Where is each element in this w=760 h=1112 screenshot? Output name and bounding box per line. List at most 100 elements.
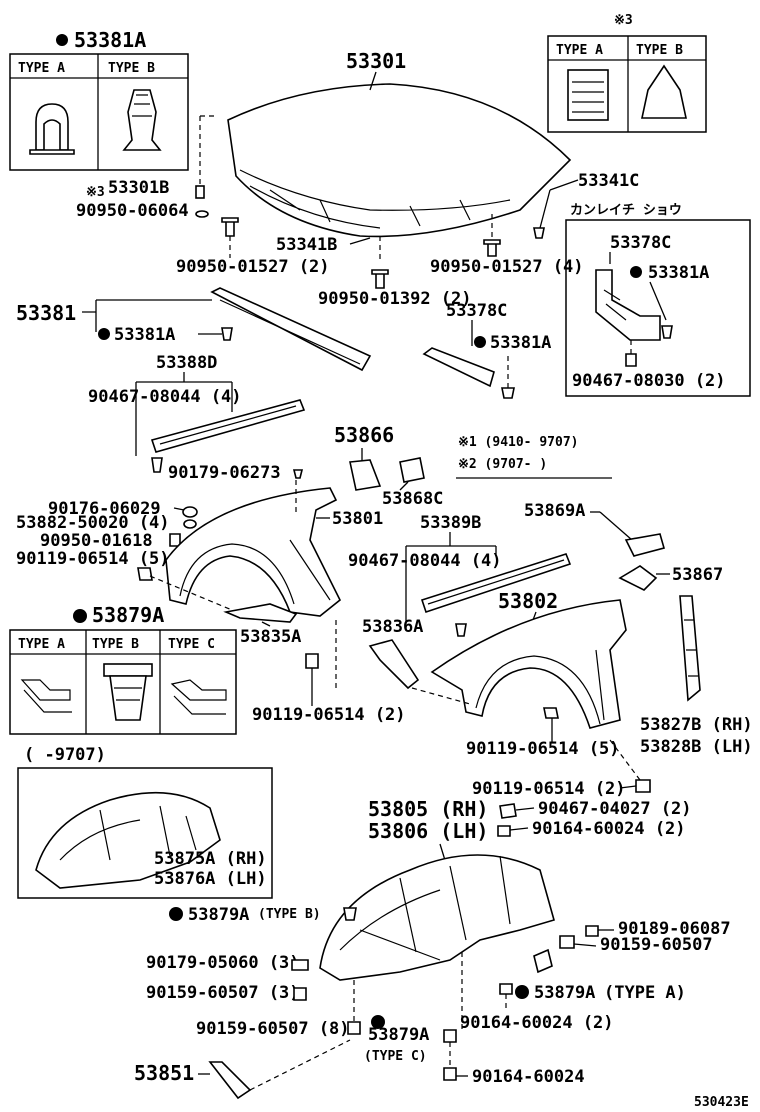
callout-bolt-left[interactable]: 90950-01527 (2) [176, 257, 330, 277]
callout-53389b[interactable]: 53389B [420, 513, 481, 533]
callout-53828b-lh[interactable]: 53828B (LH) [640, 737, 753, 757]
hood-assembly [199, 83, 572, 262]
callout-90950-01618[interactable]: 90950-01618 [40, 531, 153, 551]
screw-icon [625, 353, 637, 367]
callout-90164-60024[interactable]: 90164-60024 [472, 1067, 585, 1087]
clip-879a-type-a-icon [20, 679, 71, 701]
clip-icon [292, 469, 304, 479]
hinge-53866 [349, 459, 382, 491]
legend-53879a-frame [9, 629, 237, 735]
callout-53381a-mid[interactable]: 53381A [490, 333, 551, 353]
callout-90164-60024-2b[interactable]: 90164-60024 (2) [460, 1013, 614, 1033]
hinge-53868c [399, 457, 425, 483]
clip-type-b-icon [122, 89, 162, 151]
bolt-icon [543, 707, 559, 719]
callout-53801[interactable]: 53801 [332, 509, 383, 529]
callout-53381a-box[interactable]: 53381A [648, 263, 709, 283]
legend-note3-type-b: TYPE B [636, 43, 683, 58]
callout-90119-06514-5b[interactable]: 90119-06514 (5) [466, 739, 620, 759]
legend-53879a: 53879A TYPE A TYPE B TYPE C [9, 603, 237, 735]
callout-53851[interactable]: 53851 [134, 1061, 194, 1085]
callout-90179-06273[interactable]: 90179-06273 [168, 463, 281, 483]
callout-53827b-rh[interactable]: 53827B (RH) [640, 715, 753, 735]
seal-53381 [210, 287, 372, 372]
clip-icon [291, 959, 309, 971]
callout-53882-50020[interactable]: 53882-50020 (4) [16, 513, 170, 533]
seal-53389b [420, 553, 572, 614]
callout-53378c-box[interactable]: 53378C [610, 233, 671, 253]
cold-climate-title: カンレイチ ショウ [570, 203, 682, 218]
bullet-icon [630, 266, 642, 278]
callout-90164-60024-2a[interactable]: 90164-60024 (2) [532, 819, 686, 839]
callout-90176-06029[interactable]: 90176-06029 [48, 499, 161, 519]
callout-53879a-a[interactable]: 53879A [534, 983, 595, 1003]
note-1: ※1 (9410- 9707) [458, 435, 578, 450]
screw-icon [497, 825, 511, 837]
bolt-icon [371, 269, 389, 289]
bracket-53836a [368, 639, 420, 690]
bracket-53835a [223, 603, 298, 623]
callout-53341c[interactable]: 53341C [578, 171, 639, 191]
callout-90467-08044-mid[interactable]: 90467-08044 (4) [348, 551, 502, 571]
legend-note3: ※3 TYPE A TYPE B [547, 13, 707, 133]
callout-90179-05060[interactable]: 90179-05060 (3) [146, 953, 300, 973]
cold-climate-box: カンレイチ ショウ 53378C 53381A 90467-08030 (2) [565, 203, 751, 397]
legend-53879a-type-c: TYPE C [168, 637, 215, 652]
nut-icon [293, 987, 307, 1001]
legend-53381a-title: 53381A [74, 28, 146, 52]
bullet-icon [474, 336, 486, 348]
callout-90467-04027[interactable]: 90467-04027 (2) [538, 799, 692, 819]
callout-53836a[interactable]: 53836A [362, 617, 423, 637]
callout-53867[interactable]: 53867 [672, 565, 723, 585]
callout-53806-lh[interactable]: 53806 (LH) [368, 819, 488, 843]
callout-90467-08044-top[interactable]: 90467-08044 (4) [88, 387, 242, 407]
callout-53805-rh[interactable]: 53805 (RH) [368, 797, 488, 821]
callout-53301[interactable]: 53301 [346, 49, 406, 73]
callout-90950-06064[interactable]: 90950-06064 [76, 201, 189, 221]
callout-53301b[interactable]: 53301B [108, 178, 169, 198]
note-2: ※2 (9707- ) [458, 457, 547, 472]
callout-53875a-rh[interactable]: 53875A (RH) [154, 849, 267, 869]
callout-53868c[interactable]: 53868C [382, 489, 443, 509]
clip-icon [661, 325, 673, 339]
callout-90119-06514-2a[interactable]: 90119-06514 (2) [252, 705, 406, 725]
callout-53388d[interactable]: 53388D [156, 353, 217, 373]
callout-53378c-mid[interactable]: 53378C [446, 301, 507, 321]
callout-53869a[interactable]: 53869A [524, 501, 585, 521]
callout-53381a-left[interactable]: 53381A [114, 325, 175, 345]
callout-90119-06514-2b[interactable]: 90119-06514 (2) [472, 779, 626, 799]
half-bullet-icon [371, 1015, 385, 1029]
type-c-note: (TYPE C) [364, 1049, 427, 1064]
clip-icon [501, 387, 515, 399]
callout-90467-08030[interactable]: 90467-08030 (2) [572, 371, 726, 391]
callout-53341b[interactable]: 53341B [276, 235, 337, 255]
legend-53381a: 53381A TYPE A TYPE B [9, 28, 189, 171]
clip-icon [343, 907, 357, 921]
callout-53879a-c[interactable]: 53879A [368, 1025, 429, 1045]
callout-90159-60507a[interactable]: 90159-60507 [600, 935, 713, 955]
legend-note3-mark: ※3 [614, 13, 633, 28]
callout-53835a[interactable]: 53835A [240, 627, 301, 647]
nut-icon [559, 935, 575, 949]
half-bullet-icon [73, 609, 87, 623]
callout-53876a-lh[interactable]: 53876A (LH) [154, 869, 267, 889]
old-liner-frame [17, 767, 273, 899]
callout-90159-60507-3[interactable]: 90159-60507 (3) [146, 983, 300, 1003]
callout-90159-60507-8[interactable]: 90159-60507 (8) [196, 1019, 350, 1039]
callout-90119-06514-5a[interactable]: 90119-06514 (5) [16, 549, 170, 569]
callout-53879a-b[interactable]: 53879A [188, 905, 249, 925]
clip-type-a-icon [35, 103, 69, 151]
bolt-icon [483, 239, 501, 257]
callout-53381[interactable]: 53381 [16, 301, 76, 325]
cushion-type-b-icon [641, 64, 687, 119]
callout-90189-06087[interactable]: 90189-06087 [618, 919, 731, 939]
callout-bolt-right[interactable]: 90950-01527 (4) [430, 257, 584, 277]
fender-53801 [165, 487, 342, 617]
fender-53802 [430, 599, 627, 729]
callout-53802[interactable]: 53802 [498, 589, 558, 613]
callout-53866[interactable]: 53866 [334, 423, 394, 447]
bracket-53378c [595, 269, 661, 341]
screw-icon [151, 457, 163, 473]
bullet-icon [98, 328, 110, 340]
callout-bolt-center[interactable]: 90950-01392 (2) [318, 289, 472, 309]
